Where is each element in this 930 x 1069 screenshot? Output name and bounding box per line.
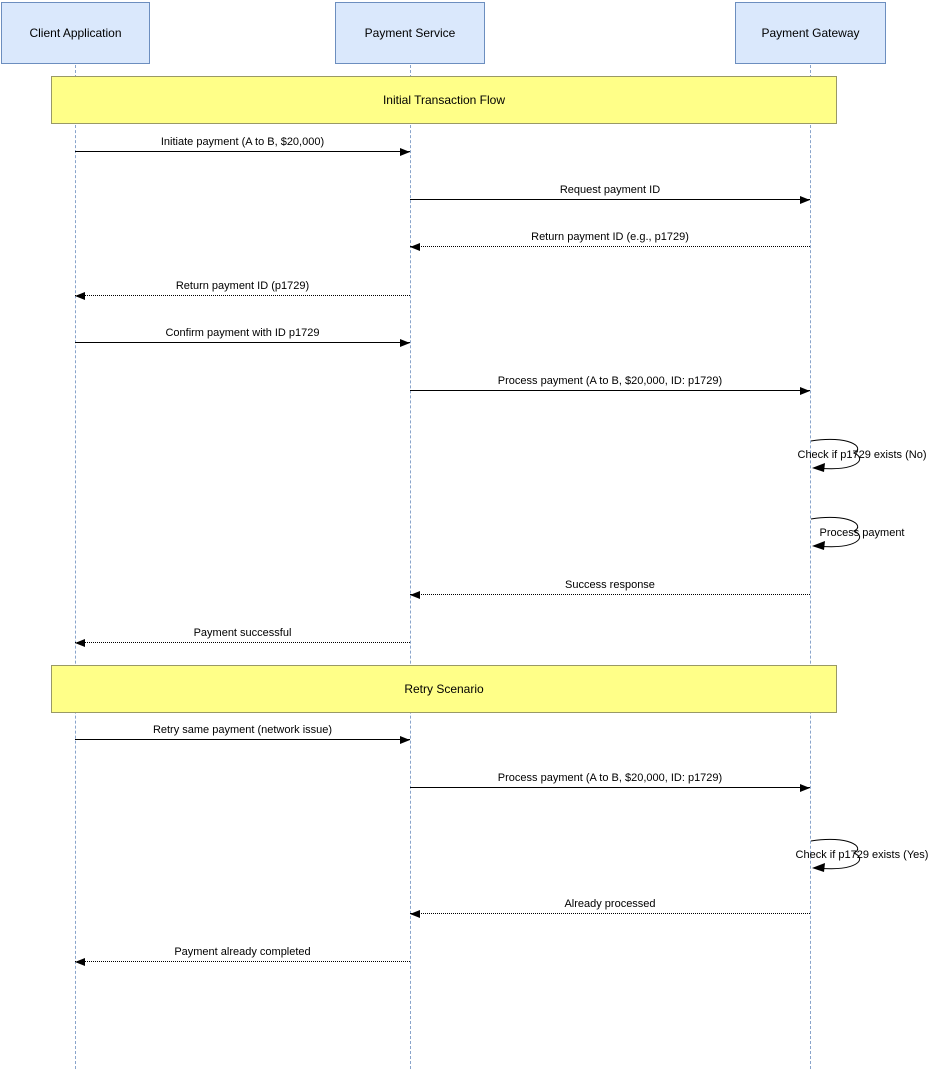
message-label: Process payment (A to B, $20,000, ID: p1…: [497, 375, 723, 387]
message: Initiate payment (A to B, $20,000): [75, 135, 410, 156]
message-label: Request payment ID: [559, 184, 661, 196]
actor-label: Client Application: [29, 26, 122, 40]
return-message-line: [75, 295, 410, 296]
section-band: Initial Transaction Flow: [51, 76, 837, 124]
message-label: Check if p1729 exists (No): [797, 449, 927, 461]
message-label: Initiate payment (A to B, $20,000): [160, 136, 325, 148]
arrowhead-icon: [800, 784, 810, 792]
arrowhead-icon: [400, 339, 410, 347]
arrowhead-icon: [75, 292, 85, 300]
actor-label: Payment Service: [364, 26, 456, 40]
arrowhead-icon: [812, 463, 825, 472]
return-message-line: [410, 246, 810, 247]
arrowhead-icon: [812, 541, 825, 550]
actor-label: Payment Gateway: [761, 26, 860, 40]
actor-box-client: Client Application: [1, 2, 150, 64]
message-line: [410, 787, 810, 788]
message-label: Return payment ID (e.g., p1729): [531, 231, 689, 243]
message: Request payment ID: [410, 183, 810, 204]
arrowhead-icon: [410, 910, 420, 918]
self-loop-arrow: [810, 838, 860, 872]
message: Payment already completed: [75, 945, 410, 966]
message: Retry same payment (network issue): [75, 723, 410, 744]
arrowhead-icon: [800, 196, 810, 204]
self-message: Process payment: [810, 516, 930, 552]
message-label: Check if p1729 exists (Yes): [795, 849, 929, 861]
self-message: Check if p1729 exists (No): [798, 438, 930, 474]
message: Process payment (A to B, $20,000, ID: p1…: [410, 771, 810, 792]
message-label: Return payment ID (p1729): [175, 280, 310, 292]
message-label: Retry same payment (network issue): [152, 724, 333, 736]
return-message-line: [75, 961, 410, 962]
message: Return payment ID (p1729): [75, 279, 410, 300]
message-label: Already processed: [564, 898, 656, 910]
lifeline-service: [410, 65, 411, 1069]
message-label: Payment successful: [193, 627, 292, 639]
message: Payment successful: [75, 626, 410, 647]
self-loop-arrow: [810, 516, 860, 550]
message-line: [410, 199, 810, 200]
section-band-label: Retry Scenario: [404, 682, 484, 696]
lifeline-client: [75, 65, 76, 1069]
message: Confirm payment with ID p1729: [75, 326, 410, 347]
arrowhead-icon: [75, 958, 85, 966]
self-loop-arrow: [810, 438, 860, 472]
self-message: Check if p1729 exists (Yes): [796, 838, 930, 874]
lifeline-gateway: [810, 65, 811, 1069]
return-message-line: [410, 594, 810, 595]
arrowhead-icon: [410, 591, 420, 599]
arrowhead-icon: [410, 243, 420, 251]
message-line: [410, 390, 810, 391]
section-band-label: Initial Transaction Flow: [382, 93, 506, 107]
actor-box-gateway: Payment Gateway: [735, 2, 886, 64]
message: Already processed: [410, 897, 810, 918]
return-message-line: [75, 642, 410, 643]
arrowhead-icon: [400, 148, 410, 156]
return-message-line: [410, 913, 810, 914]
message-label: Process payment: [819, 527, 905, 539]
message-label: Success response: [565, 579, 655, 591]
arrowhead-icon: [800, 387, 810, 395]
arrowhead-icon: [812, 863, 825, 872]
message-line: [75, 151, 410, 152]
message: Success response: [410, 578, 810, 599]
message-line: [75, 739, 410, 740]
message-label: Process payment (A to B, $20,000, ID: p1…: [497, 772, 723, 784]
actor-box-service: Payment Service: [335, 2, 485, 64]
message: Return payment ID (e.g., p1729): [410, 230, 810, 251]
message-label: Confirm payment with ID p1729: [165, 327, 320, 339]
message-label: Payment already completed: [174, 946, 311, 958]
section-band: Retry Scenario: [51, 665, 837, 713]
message: Process payment (A to B, $20,000, ID: p1…: [410, 374, 810, 395]
arrowhead-icon: [75, 639, 85, 647]
message-line: [75, 342, 410, 343]
arrowhead-icon: [400, 736, 410, 744]
